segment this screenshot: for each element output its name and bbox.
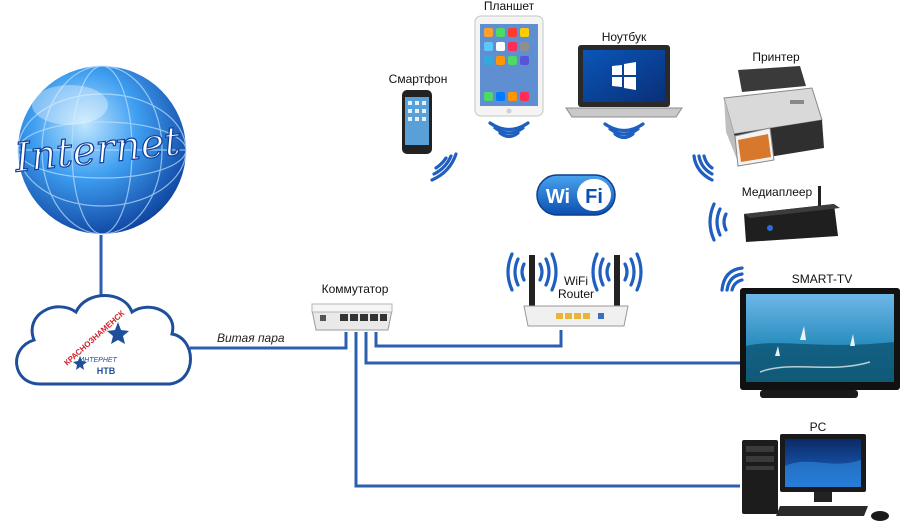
wifi-wave-icon-printer [692,154,714,182]
internet-globe-icon [17,65,187,235]
pc-label: PC [809,420,827,434]
wifi-logo: Wi Fi [536,174,616,216]
tablet-label: Планшет [483,0,535,13]
switch-to-router-cable [374,330,563,348]
switch-device [311,303,393,331]
printer-device [723,66,824,167]
isp-cloud-icon: КРАСНОЗНАМЕНСК ИНТЕРНЕТ НТВ [15,294,192,386]
smart-tv-device [740,288,900,398]
tablet-device [474,15,544,117]
mediaplayer-device [744,186,840,242]
laptop-device [565,45,683,118]
wifi-wave-icon-tv [720,266,744,292]
wifi-wave-icon-mediaplayer [708,202,728,242]
cable-label: Витая пара [217,331,285,345]
wifi-wave-icon-router-left [506,252,558,292]
router-label-line1: WiFi [564,274,588,288]
smartphone-device [402,90,432,154]
switch-to-pc-cable [354,332,740,488]
isp-brand-bottom: НТВ [97,366,116,376]
wifi-wave-icon-laptop [603,122,645,140]
mediaplayer-label: Медиаплеер [741,185,813,199]
laptop-label: Ноутбук [601,30,647,44]
smartphone-label: Смартфон [388,72,448,86]
wifi-logo-right: Fi [585,186,603,208]
cables [99,235,740,488]
wifi-wave-icon-router-right [591,252,643,292]
router-label: WiFi Router [558,275,594,301]
switch-to-tv-cable [364,332,740,365]
wifi-wave-icon-smartphone [430,152,458,182]
pc-device [742,434,889,521]
wifi-logo-left: Wi [546,186,570,208]
wifi-waves [430,121,744,292]
printer-label: Принтер [752,50,800,64]
switch-label: Коммутатор [321,282,389,296]
tv-label: SMART-TV [791,272,853,286]
isp-brand-mid: ИНТЕРНЕТ [79,357,117,364]
isp-to-switch-cable [190,332,348,350]
wifi-router-device [523,255,629,327]
router-label-line2: Router [557,287,595,301]
wifi-wave-icon-tablet [488,121,530,139]
